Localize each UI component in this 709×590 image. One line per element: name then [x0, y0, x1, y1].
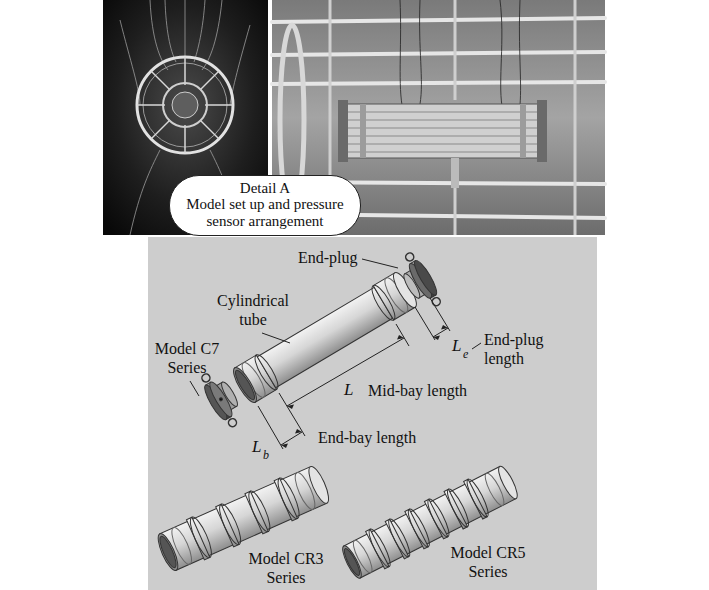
callout-box: Detail AModel set up and pressure sensor…	[169, 175, 361, 236]
tube-drawing	[196, 249, 445, 430]
part-label: End-plug	[298, 248, 358, 267]
dimension-subscript: e	[463, 347, 468, 361]
model-label: Model CR5 Series	[444, 543, 532, 581]
detail-caption: Model set up and pressure sensor arrange…	[180, 196, 350, 230]
detail-heading: Detail A	[180, 180, 350, 197]
leader-lines	[190, 259, 481, 449]
dimension-symbol: L	[252, 437, 261, 457]
dimension-label: End-plug length	[484, 330, 556, 368]
model-label: Model C7 Series	[151, 339, 223, 377]
dimension-symbol: L	[344, 380, 353, 400]
dimension-symbol: L	[452, 336, 461, 356]
dimension-subscript: b	[263, 448, 269, 462]
dimension-label: Mid-bay length	[368, 381, 467, 400]
model-label: Model CR3 Series	[242, 549, 330, 587]
dimension-label: End-bay length	[318, 428, 416, 447]
drawing-panel	[148, 237, 597, 590]
part-label: Cylindrical tube	[212, 291, 294, 329]
